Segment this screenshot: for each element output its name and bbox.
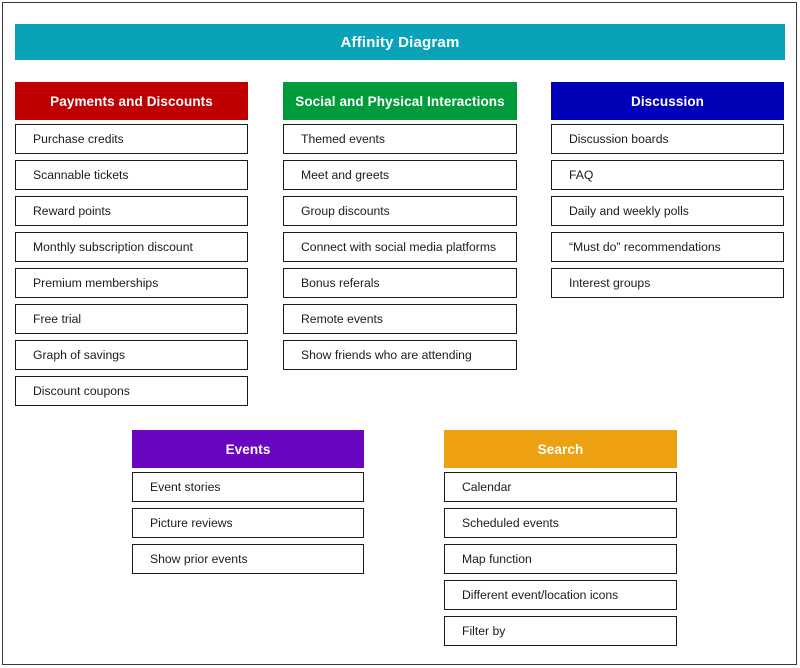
- category-header-search[interactable]: Search: [444, 430, 677, 468]
- affinity-card[interactable]: Show prior events: [132, 544, 364, 574]
- affinity-card[interactable]: Picture reviews: [132, 508, 364, 538]
- category-header-label: Discussion: [630, 93, 705, 109]
- category-column-payments-and-discounts: Payments and Discounts Purchase credits …: [15, 82, 248, 406]
- affinity-card[interactable]: Different event/location icons: [444, 580, 677, 610]
- affinity-card[interactable]: Interest groups: [551, 268, 784, 298]
- category-header-label: Events: [225, 441, 271, 457]
- category-header-discussion[interactable]: Discussion: [551, 82, 784, 120]
- affinity-card[interactable]: Map function: [444, 544, 677, 574]
- diagram-title-text: Affinity Diagram: [340, 33, 460, 51]
- affinity-card[interactable]: Scannable tickets: [15, 160, 248, 190]
- affinity-card[interactable]: Free trial: [15, 304, 248, 334]
- affinity-card[interactable]: Purchase credits: [15, 124, 248, 154]
- affinity-card[interactable]: Graph of savings: [15, 340, 248, 370]
- affinity-card[interactable]: Premium memberships: [15, 268, 248, 298]
- affinity-card[interactable]: Calendar: [444, 472, 677, 502]
- category-header-label: Payments and Discounts: [50, 93, 213, 109]
- category-column-social-and-physical-interactions: Social and Physical Interactions Themed …: [283, 82, 517, 370]
- affinity-card[interactable]: Reward points: [15, 196, 248, 226]
- affinity-card[interactable]: Remote events: [283, 304, 517, 334]
- category-header-label: Social and Physical Interactions: [295, 93, 505, 109]
- affinity-card[interactable]: Scheduled events: [444, 508, 677, 538]
- card-list-search: Calendar Scheduled events Map function D…: [444, 472, 677, 646]
- diagram-title-banner: Affinity Diagram: [15, 24, 785, 60]
- card-list-payments-and-discounts: Purchase credits Scannable tickets Rewar…: [15, 124, 248, 406]
- affinity-card[interactable]: Show friends who are attending: [283, 340, 517, 370]
- category-header-label: Search: [537, 441, 584, 457]
- affinity-card[interactable]: Discussion boards: [551, 124, 784, 154]
- category-header-events[interactable]: Events: [132, 430, 364, 468]
- affinity-card[interactable]: Themed events: [283, 124, 517, 154]
- affinity-card[interactable]: Event stories: [132, 472, 364, 502]
- affinity-card[interactable]: FAQ: [551, 160, 784, 190]
- affinity-card[interactable]: Monthly subscription discount: [15, 232, 248, 262]
- affinity-card[interactable]: “Must do” recommendations: [551, 232, 784, 262]
- affinity-card[interactable]: Bonus referals: [283, 268, 517, 298]
- category-header-social-and-physical-interactions[interactable]: Social and Physical Interactions: [283, 82, 517, 120]
- category-column-discussion: Discussion Discussion boards FAQ Daily a…: [551, 82, 784, 298]
- card-list-social-and-physical-interactions: Themed events Meet and greets Group disc…: [283, 124, 517, 370]
- affinity-card[interactable]: Meet and greets: [283, 160, 517, 190]
- affinity-card[interactable]: Group discounts: [283, 196, 517, 226]
- category-header-payments-and-discounts[interactable]: Payments and Discounts: [15, 82, 248, 120]
- affinity-card[interactable]: Filter by: [444, 616, 677, 646]
- card-list-discussion: Discussion boards FAQ Daily and weekly p…: [551, 124, 784, 298]
- card-list-events: Event stories Picture reviews Show prior…: [132, 472, 364, 574]
- category-column-events: Events Event stories Picture reviews Sho…: [132, 430, 364, 574]
- affinity-card[interactable]: Discount coupons: [15, 376, 248, 406]
- affinity-card[interactable]: Connect with social media platforms: [283, 232, 517, 262]
- category-column-search: Search Calendar Scheduled events Map fun…: [444, 430, 677, 646]
- affinity-card[interactable]: Daily and weekly polls: [551, 196, 784, 226]
